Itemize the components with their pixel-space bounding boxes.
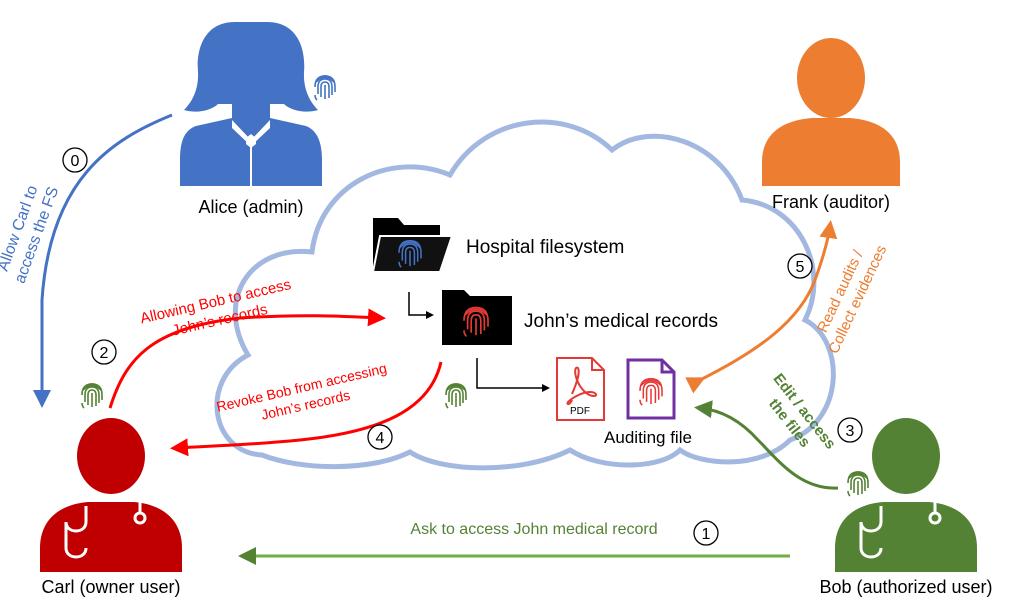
connector-arrow bbox=[408, 292, 434, 319]
svg-text:4: 4 bbox=[376, 430, 385, 447]
step4-badge: 4 bbox=[367, 424, 393, 450]
step0-arrow bbox=[33, 113, 173, 408]
bob-label: Bob (authorized user) bbox=[819, 577, 992, 597]
bob-fingerprint-icon bbox=[847, 471, 869, 497]
bob-avatar-icon bbox=[835, 418, 977, 572]
step1-badge: 1 bbox=[693, 520, 719, 546]
step1-text: Ask to access John medical record bbox=[410, 521, 657, 538]
step5-arrow bbox=[685, 220, 838, 394]
svg-text:2: 2 bbox=[100, 345, 109, 362]
pdf-label: PDF bbox=[570, 406, 590, 417]
step3-arrow bbox=[694, 400, 839, 490]
alice-avatar-icon bbox=[180, 22, 322, 186]
step3-badge: 3 bbox=[837, 417, 863, 443]
frank-label: Frank (auditor) bbox=[772, 192, 890, 212]
step2-arrow bbox=[108, 308, 386, 409]
step2-badge: 2 bbox=[91, 339, 117, 365]
audit-file-label: Auditing file bbox=[604, 428, 692, 447]
alice-label: Alice (admin) bbox=[198, 197, 303, 217]
svg-text:5: 5 bbox=[796, 259, 805, 276]
carl-stethoscope-icon bbox=[64, 502, 147, 559]
svg-text:0: 0 bbox=[71, 153, 80, 170]
records-label: John’s medical records bbox=[524, 311, 718, 332]
step0-badge: 0 bbox=[62, 147, 88, 173]
records-folder-icon bbox=[442, 290, 512, 345]
audit-file-icon bbox=[626, 358, 676, 420]
step4-arrow bbox=[170, 361, 443, 457]
cloud-shape bbox=[214, 119, 836, 471]
hospital-folder-icon bbox=[371, 218, 454, 273]
carl-fingerprint-icon bbox=[81, 383, 103, 409]
hospital-filesystem-label: Hospital filesystem bbox=[466, 237, 624, 258]
step5-text: Read audits / Collect evidences bbox=[814, 243, 890, 357]
frank-avatar-icon bbox=[762, 38, 900, 186]
alice-fingerprint-icon bbox=[314, 75, 336, 101]
connector-arrow bbox=[476, 358, 550, 392]
carl-label: Carl (owner user) bbox=[41, 577, 180, 597]
carl-avatar-icon bbox=[40, 418, 182, 572]
pdf-file-icon: PDF bbox=[556, 357, 605, 421]
step2-text: Allowing Bob to access John’s records bbox=[139, 276, 293, 339]
bob-stethoscope-icon bbox=[859, 502, 942, 559]
svg-text:1: 1 bbox=[702, 526, 711, 543]
step5-badge: 5 bbox=[787, 253, 813, 279]
step4-text: Revoke Bob from accessing John’s records bbox=[215, 360, 388, 423]
records-fingerprint-icon bbox=[445, 383, 467, 409]
svg-text:3: 3 bbox=[846, 423, 855, 440]
